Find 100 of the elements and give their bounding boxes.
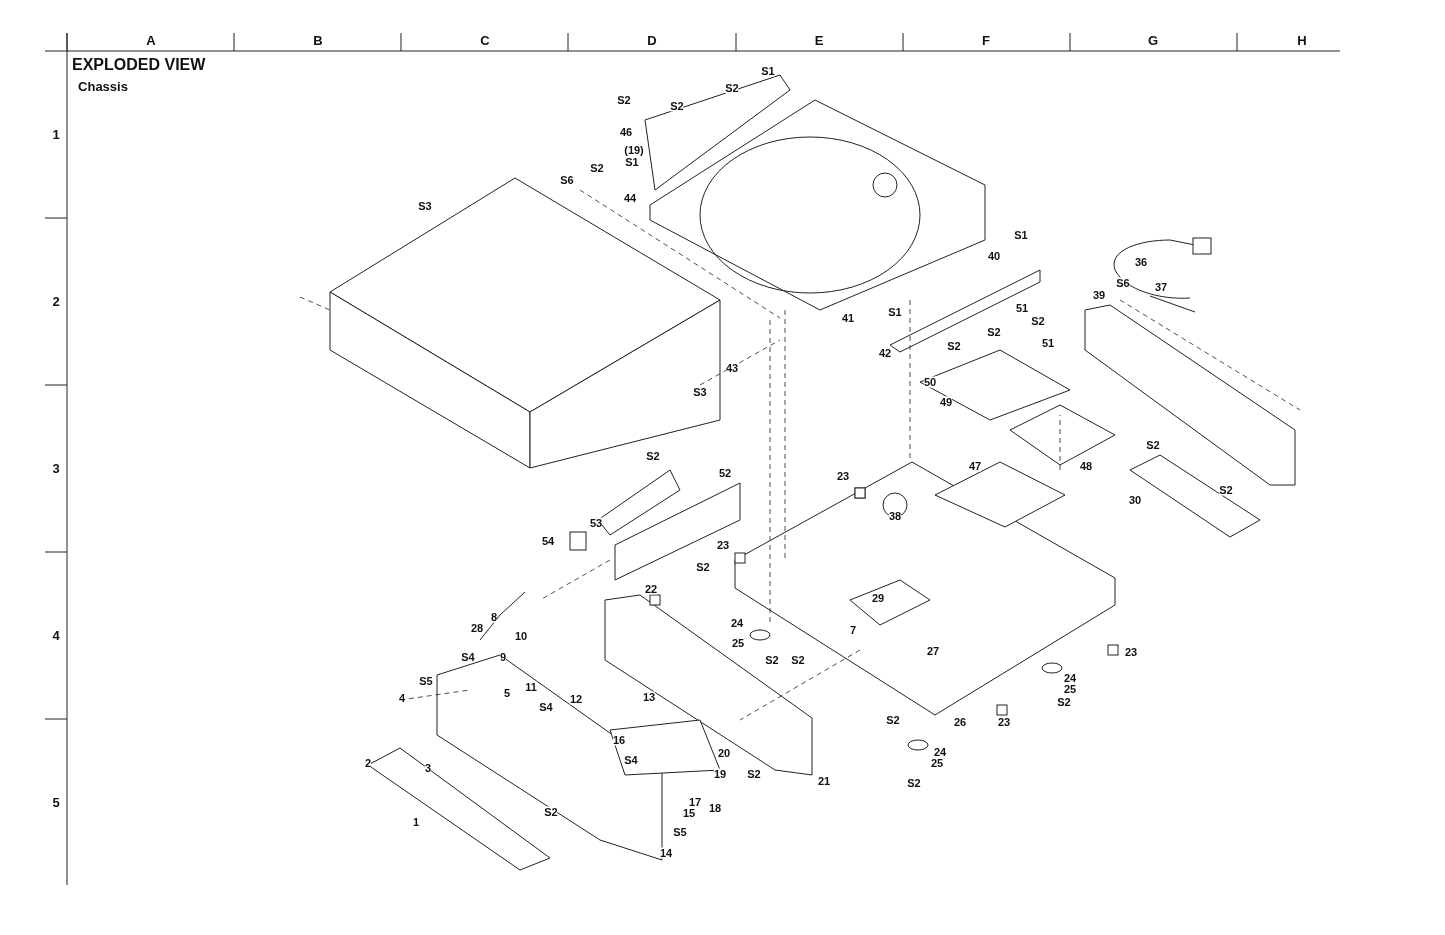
callout-number: 12 [569, 693, 583, 705]
callout-number: 26 [953, 716, 967, 728]
callout-number: S2 [1219, 484, 1233, 496]
callout-number: 28 [470, 622, 484, 634]
callout-number: 17 [688, 796, 702, 808]
callout-number: 48 [1079, 460, 1093, 472]
callout-number: S2 [544, 806, 558, 818]
diagram-title: EXPLODED VIEW [72, 56, 206, 74]
callout-number: 43 [725, 362, 739, 374]
callout-number: 9 [499, 651, 507, 663]
callout-number: 51 [1015, 302, 1029, 314]
callout-number: 20 [717, 747, 731, 759]
callout-number: S2 [1146, 439, 1160, 451]
callout-number: 24 [1063, 672, 1077, 684]
callout-number: 23 [1124, 646, 1138, 658]
callout-number: S2 [947, 340, 961, 352]
callout-number: (19) [624, 144, 644, 156]
callout-number: 37 [1154, 281, 1168, 293]
callout-number: 10 [514, 630, 528, 642]
callout-number: 38 [888, 510, 902, 522]
grid-column-label: H [1297, 33, 1307, 47]
grid-column-label: E [814, 33, 824, 47]
callout-number: S2 [987, 326, 1001, 338]
grid-row-label: 3 [52, 461, 60, 475]
callout-number: S2 [696, 561, 710, 573]
callout-number: 8 [490, 611, 498, 623]
callout-number: S2 [670, 100, 684, 112]
callout-number: 25 [731, 637, 745, 649]
subtitle: Chassis [78, 79, 128, 93]
grid-column-label: B [313, 33, 323, 47]
callout-number: S4 [539, 701, 553, 713]
grid-column-label: A [146, 33, 156, 47]
callout-number: S1 [761, 65, 775, 77]
callout-number: 11 [525, 681, 537, 693]
callout-number: S2 [765, 654, 779, 666]
callout-number: 36 [1134, 256, 1148, 268]
callout-number: 39 [1092, 289, 1106, 301]
callout-number: S2 [747, 768, 761, 780]
callout-number: S1 [625, 156, 639, 168]
callout-number: S1 [888, 306, 902, 318]
callout-number: 5 [503, 687, 511, 699]
callout-number: S2 [1057, 696, 1071, 708]
callout-number: S2 [1031, 315, 1045, 327]
callout-number: 30 [1128, 494, 1142, 506]
callout-number: 42 [878, 347, 892, 359]
callout-number: 21 [817, 775, 831, 787]
callout-number: 19 [713, 768, 727, 780]
callout-number: 24 [730, 617, 744, 629]
callout-number: 23 [997, 716, 1011, 728]
callout-number: S2 [907, 777, 921, 789]
callout-number: S2 [646, 450, 660, 462]
callout-number: 54 [541, 535, 555, 547]
grid-column-label: D [647, 33, 657, 47]
callout-number: 3 [424, 762, 432, 774]
callout-number: 49 [939, 396, 953, 408]
grid-row-label: 4 [52, 628, 60, 642]
callout-number: 53 [589, 517, 603, 529]
grid-column-label: F [982, 33, 990, 47]
callout-number: 27 [926, 645, 940, 657]
callout-number: 47 [968, 460, 982, 472]
callout-number: S2 [590, 162, 604, 174]
callout-number: S5 [419, 675, 433, 687]
callout-number: 15 [682, 807, 696, 819]
callout-number: S3 [418, 200, 432, 212]
callout-number: 22 [644, 583, 658, 595]
callout-number: 29 [871, 592, 885, 604]
grid-row-label: 2 [52, 294, 60, 308]
callout-number: S3 [693, 386, 707, 398]
callout-number: 13 [642, 691, 656, 703]
grid-row-label: 5 [52, 795, 60, 809]
grid-row-label: 1 [52, 127, 60, 141]
callout-number: 1 [412, 816, 420, 828]
callout-number: 2 [364, 757, 372, 769]
callout-number: S1 [1014, 229, 1028, 241]
callout-number: 25 [930, 757, 944, 769]
grid-column-label: C [480, 33, 490, 47]
callout-number: S4 [624, 754, 638, 766]
callout-number: 52 [718, 467, 732, 479]
callout-number: 51 [1041, 337, 1055, 349]
callout-number: S6 [1116, 277, 1130, 289]
callout-number: 40 [987, 250, 1001, 262]
callout-number: 16 [612, 734, 626, 746]
callout-number: 14 [659, 847, 673, 859]
grid-column-label: G [1147, 33, 1159, 47]
callout-number: 7 [849, 624, 857, 636]
callout-number: 44 [623, 192, 637, 204]
callout-number: 23 [836, 470, 850, 482]
callout-number: 23 [716, 539, 730, 551]
callout-number: S5 [673, 826, 687, 838]
callout-number: 24 [933, 746, 947, 758]
callout-number: 25 [1063, 683, 1077, 695]
callout-number: 50 [923, 376, 937, 388]
callout-number: 46 [619, 126, 633, 138]
callout-number: S6 [560, 174, 574, 186]
callout-number: S4 [461, 651, 475, 663]
callout-number: 4 [398, 692, 406, 704]
callout-number: S2 [617, 94, 631, 106]
callout-number: S2 [791, 654, 805, 666]
callout-number: S2 [886, 714, 900, 726]
callout-number: 41 [841, 312, 855, 324]
